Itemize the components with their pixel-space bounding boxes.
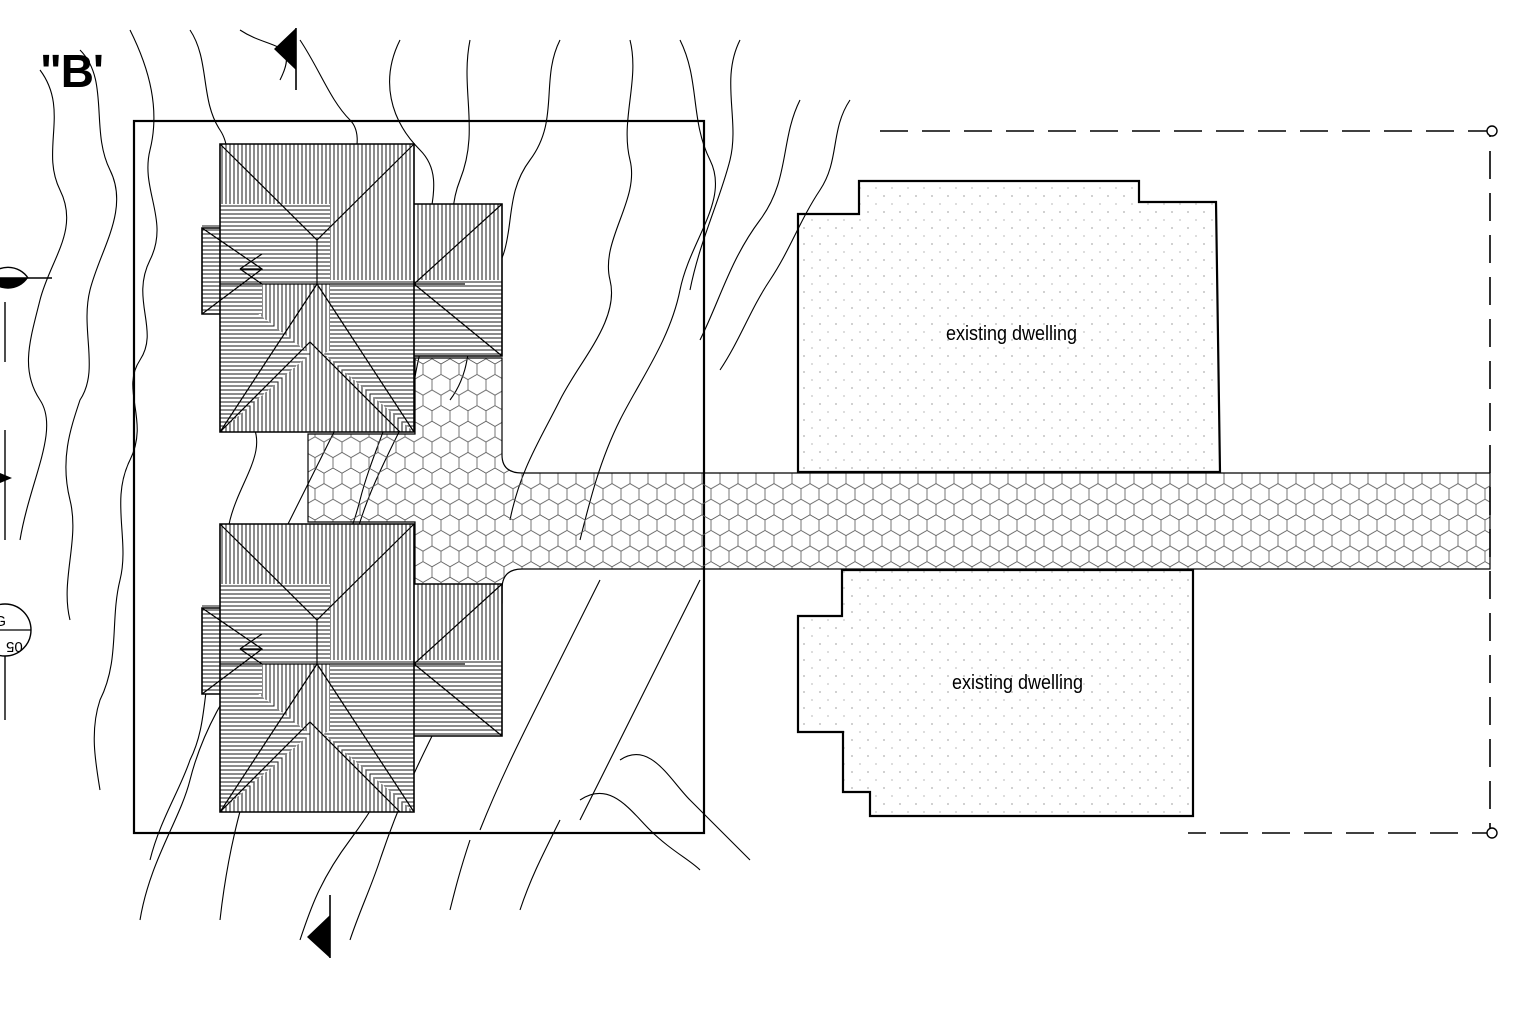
section-arrow-icon [307, 895, 331, 958]
marker-top-text: G [0, 613, 6, 630]
section-arrow-icon [274, 28, 297, 90]
dwelling-lower [796, 568, 1195, 818]
lot-corner-marker [1486, 125, 1498, 137]
lot-corner-marker [1486, 827, 1498, 839]
dwelling-upper [796, 179, 1222, 474]
dwelling-label-upper: existing dwelling [946, 323, 1078, 345]
section-label: "B' [40, 45, 104, 97]
dwelling-label-lower: existing dwelling [952, 672, 1084, 694]
section-marker-icon: G 05 [0, 266, 52, 720]
dashed-lot-line [880, 130, 1491, 834]
marker-bottom-text: 05 [6, 638, 23, 655]
